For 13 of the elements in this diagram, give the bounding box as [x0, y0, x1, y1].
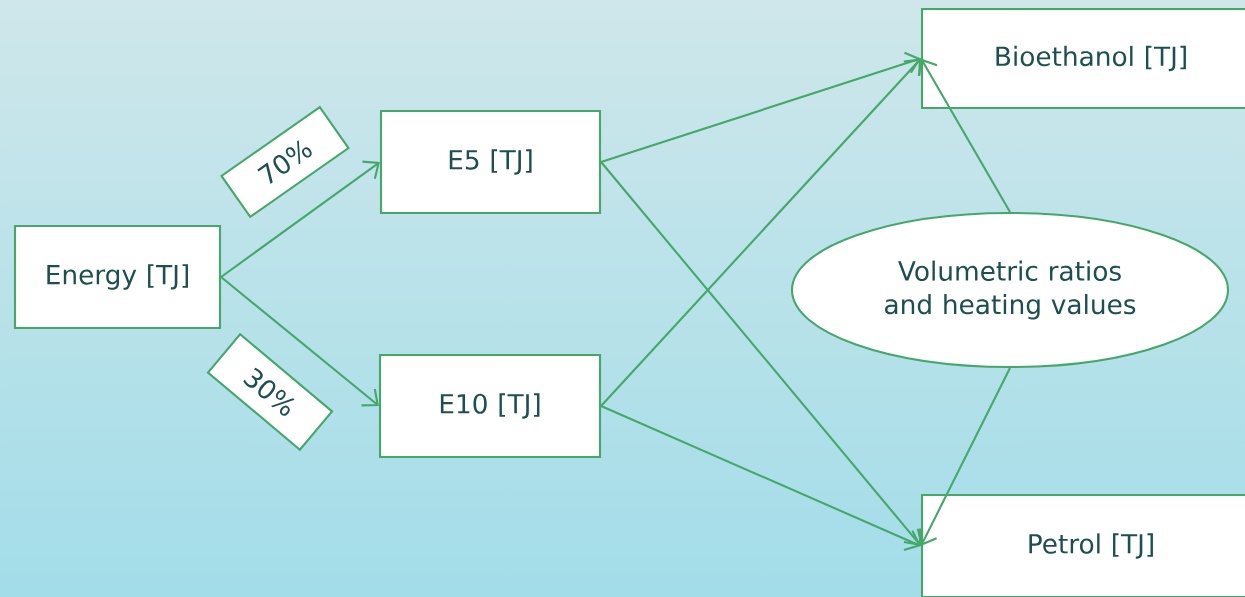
arrow: [220, 160, 380, 278]
process-box: E5 [TJ]: [379, 109, 602, 215]
process-box: Bioethanol [TJ]: [920, 7, 1245, 110]
arrow: [917, 58, 1011, 213]
arrow: [600, 405, 921, 552]
process-box: Petrol [TJ]: [920, 493, 1245, 597]
arrow: [600, 58, 921, 407]
arrow: [600, 51, 921, 163]
arrow: [600, 161, 922, 546]
arrow: [916, 367, 1011, 546]
process-box: Energy [TJ]: [13, 224, 222, 330]
arrow: [220, 276, 379, 407]
process-box: E10 [TJ]: [378, 353, 602, 459]
